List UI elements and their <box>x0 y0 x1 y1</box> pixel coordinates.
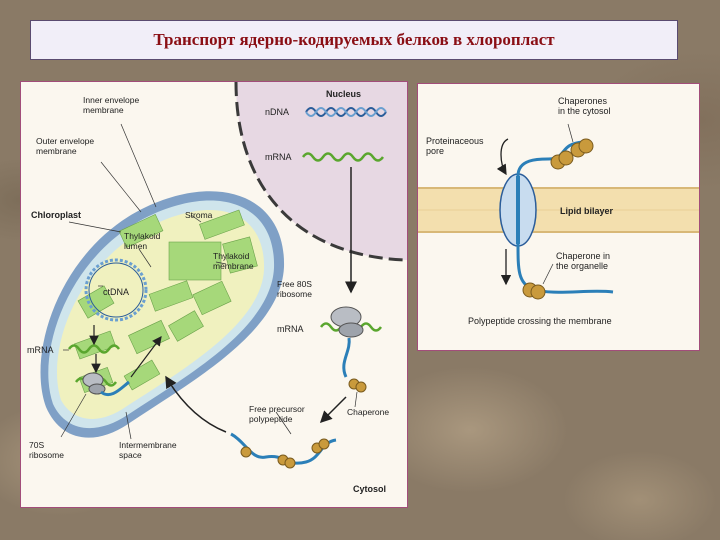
nucleus-mrna-label: mRNA <box>265 152 292 162</box>
ndna-helix <box>305 107 387 117</box>
free-precursor-polypeptide <box>230 432 337 469</box>
lipid-bilayer <box>418 187 699 233</box>
chaperones-cytosol <box>550 138 594 170</box>
polypeptide-crossing-label: Polypeptide crossing the membrane <box>468 316 612 326</box>
cytosol-label: Cytosol <box>353 484 386 494</box>
ctdna-label: ctDNA <box>103 287 129 297</box>
chloroplast-label: Chloroplast <box>31 210 81 220</box>
nucleus-region <box>234 82 407 262</box>
nucleus-mrna <box>301 152 385 162</box>
ctdna-ring <box>84 258 148 322</box>
chloroplast-mrna-label: mRNA <box>27 345 54 355</box>
leader-lines-right <box>542 123 574 285</box>
lipid-bilayer-label: Lipid bilayer <box>560 206 614 216</box>
chaperone-label: Chaperone <box>347 407 389 417</box>
chaperone-organelle <box>522 282 546 300</box>
title-box: Транспорт ядерно-кодируемых белков в хло… <box>30 20 678 60</box>
stroma-label: Stroma <box>185 210 213 220</box>
chloroplast <box>40 191 285 438</box>
leader-lines <box>60 123 358 440</box>
page-title: Транспорт ядерно-кодируемых белков в хло… <box>153 30 555 49</box>
nucleus-label: Nucleus <box>326 89 361 99</box>
chaperone-cytosol-chain <box>348 378 367 393</box>
proteinaceous-pore <box>499 173 537 247</box>
cytosol-mrna-label: mRNA <box>277 324 304 334</box>
free-80s-ribosome <box>319 306 383 378</box>
ribosome-70s <box>74 372 130 397</box>
ndna-label: nDNA <box>265 107 289 117</box>
